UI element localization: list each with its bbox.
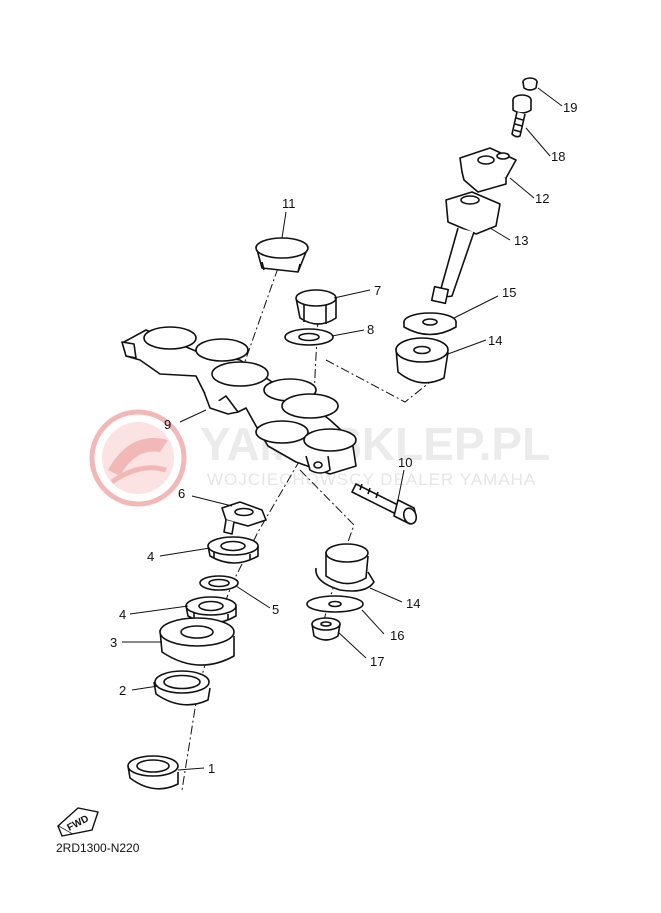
watermark: YAMASKLEP.PL WOJCIECHOWSCY DEALER YAMAHA (89, 409, 550, 507)
callout-10: 10 (398, 455, 412, 470)
callout-15: 15 (502, 285, 516, 300)
part-7-steering-stem-nut (295, 289, 337, 325)
part-12-handlebar-upper-clamp (459, 147, 517, 193)
callout-16: 16 (390, 628, 404, 643)
callout-7: 7 (374, 283, 381, 298)
callout-8: 8 (367, 322, 374, 337)
callout-19: 19 (563, 100, 577, 115)
part-1-dust-seal (127, 755, 179, 790)
callout-14-upper: 14 (488, 333, 502, 348)
callout-14-lower: 14 (406, 596, 420, 611)
part-4-lower-ring-nut (185, 596, 237, 624)
part-8-washer (284, 328, 334, 346)
part-16-washer (306, 595, 364, 613)
part-18-socket-bolt (511, 94, 532, 138)
callout-12: 12 (535, 191, 549, 206)
watermark-tagline: WOJCIECHOWSCY DEALER YAMAHA (207, 470, 536, 489)
watermark-brand: YAMASKLEP.PL (200, 418, 550, 470)
callout-4-upper: 4 (147, 549, 154, 564)
callout-3: 3 (110, 635, 117, 650)
part-10-pinch-bolt (351, 483, 418, 525)
part-3-bearing (159, 617, 235, 666)
callout-6: 6 (178, 486, 185, 501)
callout-5: 5 (272, 602, 279, 617)
callout-2: 2 (119, 683, 126, 698)
part-4-upper-ring-nut (207, 536, 259, 564)
part-19-cap-screw (522, 77, 538, 91)
part-5-washer (199, 575, 239, 591)
diagram-code: 2RD1300-N220 (56, 841, 140, 855)
part-6-lock-washer (221, 501, 267, 535)
part-14-lower-rubber-damper (315, 543, 375, 592)
fwd-arrow-icon: FWD (56, 807, 99, 837)
callout-17: 17 (370, 654, 384, 669)
callouts: 19 18 12 13 15 14 11 7 8 9 10 6 4 5 4 3 … (110, 100, 577, 776)
part-14-upper-rubber-damper (395, 337, 449, 384)
part-13-handlebar-holder (430, 191, 501, 305)
part-15-washer (403, 312, 457, 336)
part-9-upper-bracket (121, 326, 357, 475)
callout-9: 9 (164, 417, 171, 432)
callout-18: 18 (551, 149, 565, 164)
part-11-cap (255, 237, 309, 273)
leader-lines (122, 87, 563, 771)
callout-4-lower: 4 (119, 607, 126, 622)
part-2-bearing-race (153, 670, 211, 706)
watermark-logo (89, 409, 187, 507)
part-17-nut (311, 617, 341, 641)
callout-13: 13 (514, 233, 528, 248)
callout-1: 1 (208, 761, 215, 776)
callout-11: 11 (282, 196, 296, 211)
